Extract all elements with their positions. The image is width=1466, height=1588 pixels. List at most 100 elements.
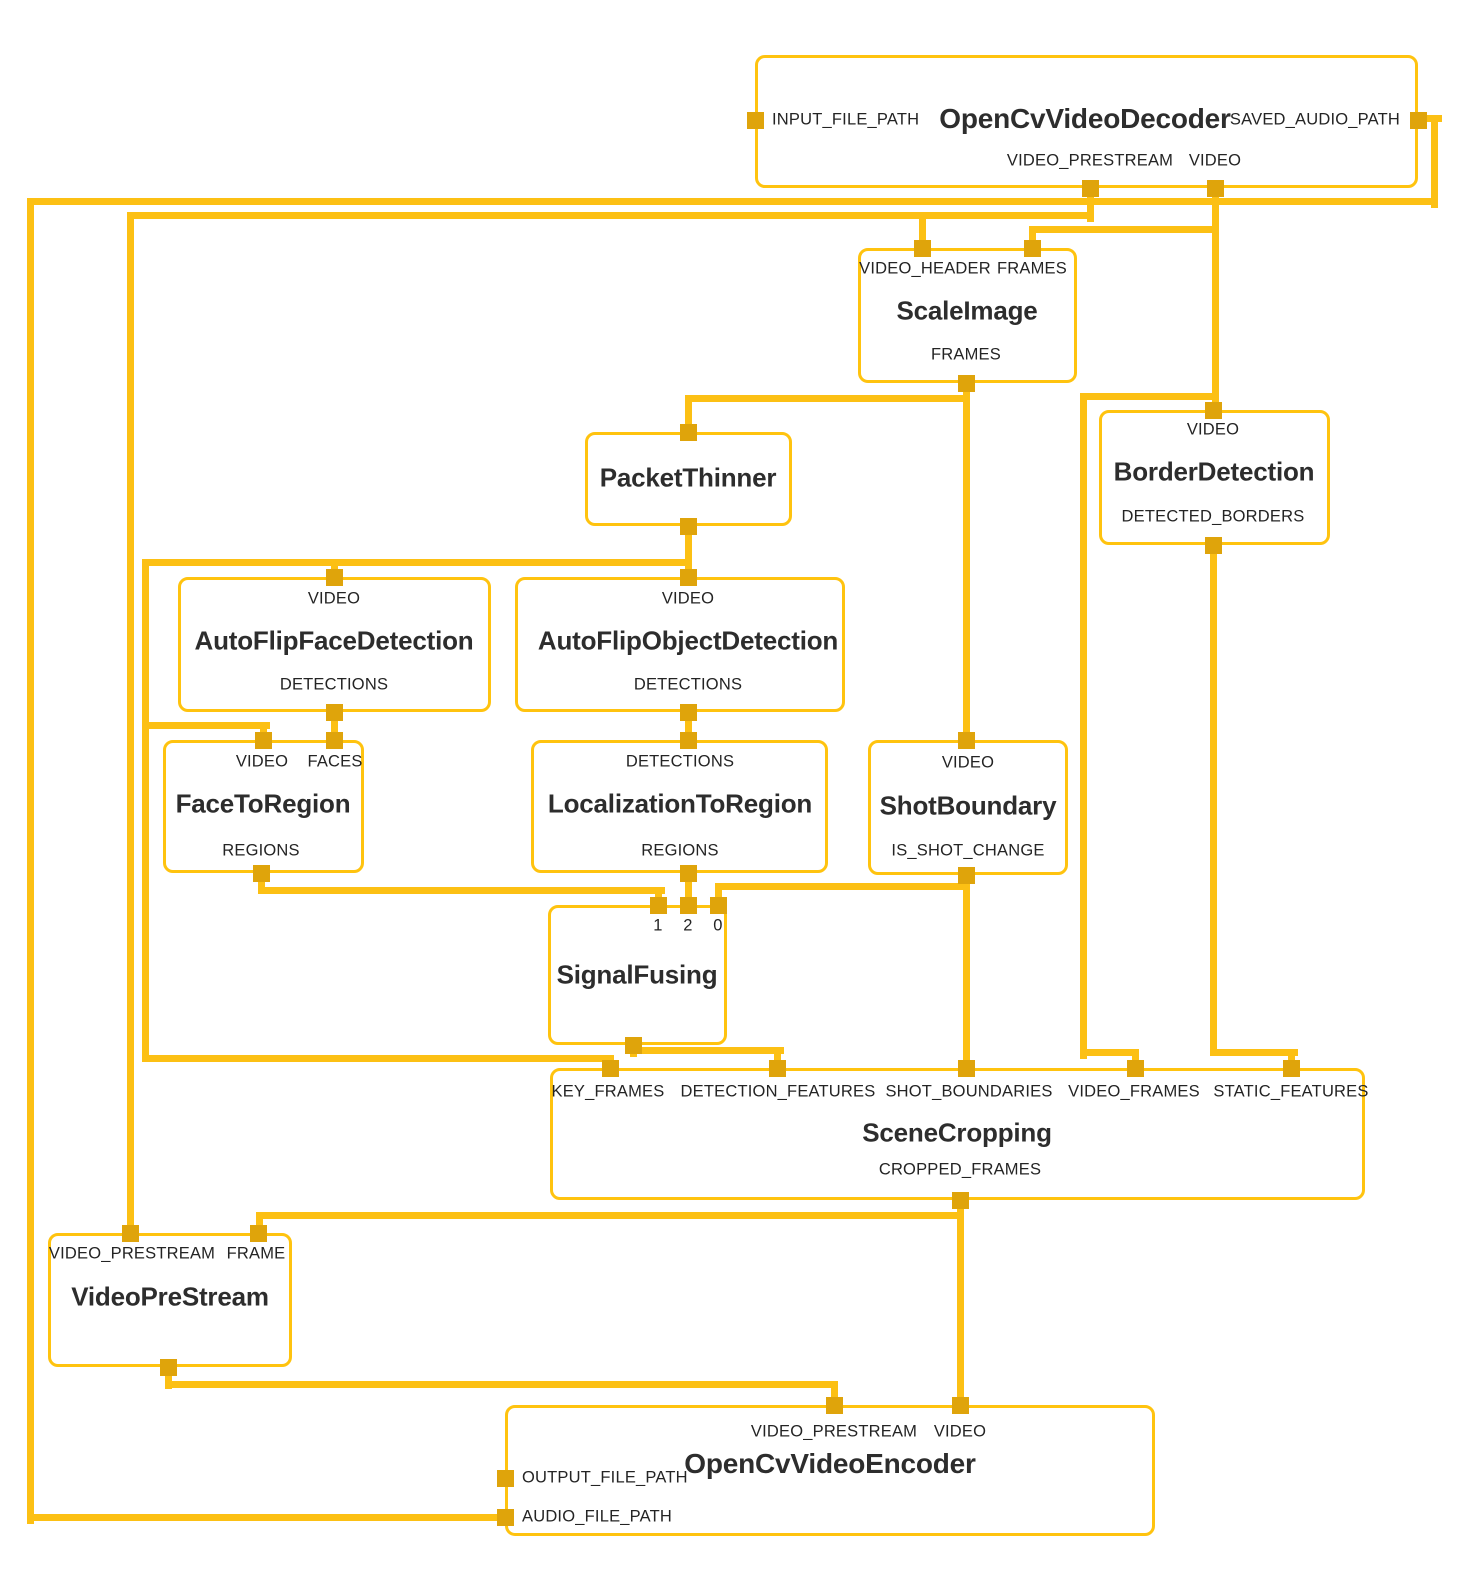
face-detection-title: AutoFlipFaceDetection [194, 625, 474, 656]
localization-to-region-title: LocalizationToRegion [547, 788, 813, 819]
edge-thinned-frames [142, 559, 149, 1062]
port-encoder-audio-file-path [496, 1508, 514, 1526]
port-border-detection-video [1204, 401, 1222, 419]
port-scene-cropping-video-frames [1126, 1059, 1144, 1077]
encoder-title: OpenCvVideoEncoder [684, 1448, 976, 1479]
encoder-audio-file-path-label: AUDIO_FILE_PATH [522, 1507, 673, 1526]
port-object-detection-detections [679, 703, 697, 721]
edge-scaled-frames [685, 395, 692, 439]
signal-fusing-input-1-label: 1 [653, 916, 663, 935]
border-detection-detected-borders-label: DETECTED_BORDERS [1121, 507, 1305, 526]
edge-face-regions [258, 887, 665, 894]
port-face-detection-video [325, 568, 343, 586]
face-to-region-title: FaceToRegion [175, 788, 351, 819]
port-scene-cropping-shot-boundaries [957, 1059, 975, 1077]
node-face-to-region[interactable] [163, 740, 364, 873]
shot-boundary-video-label: VIDEO [941, 753, 995, 772]
encoder-video-label: VIDEO [933, 1422, 987, 1441]
node-border-detection[interactable] [1099, 410, 1330, 545]
port-signal-fusing-2 [679, 896, 697, 914]
video-prestream-video-prestream-label: VIDEO_PRESTREAM [48, 1244, 216, 1263]
edge-thinned-frames [685, 526, 692, 584]
port-face-to-region-faces [325, 731, 343, 749]
port-decoder-video-prestream [1081, 179, 1099, 197]
edge-saved-audio-path [27, 198, 1438, 205]
port-video-prestream-video-prestream [121, 1224, 139, 1242]
edge-cropped-frames [256, 1212, 964, 1219]
edge-saved-audio-path [1431, 115, 1438, 208]
decoder-input-file-path-label: INPUT_FILE_PATH [772, 110, 920, 129]
video-prestream-frame-label: FRAME [226, 1244, 286, 1263]
port-video-prestream-frame [249, 1224, 267, 1242]
scene-cropping-key-frames-label: KEY_FRAMES [551, 1082, 665, 1101]
localization-to-region-detections-label: DETECTIONS [625, 752, 735, 771]
object-detection-video-label: VIDEO [661, 589, 715, 608]
shot-boundary-is-shot-change-label: IS_SHOT_CHANGE [891, 841, 1045, 860]
edge-thinned-frames [142, 559, 692, 566]
port-localization-to-region-detections [679, 731, 697, 749]
edge-saved-audio-path [27, 198, 34, 1524]
port-face-detection-detections [325, 703, 343, 721]
port-decoder-video [1206, 179, 1224, 197]
edge-video-prestream [919, 212, 926, 255]
port-packet-thinner-out [679, 517, 697, 535]
edge-object-regions [685, 873, 692, 912]
border-detection-title: BorderDetection [1113, 456, 1315, 487]
edge-video-raw [1080, 393, 1219, 400]
node-opencv-video-decoder[interactable] [755, 55, 1418, 188]
scene-cropping-detection-features-label: DETECTION_FEATURES [680, 1082, 876, 1101]
video-prestream-title: VideoPreStream [71, 1281, 269, 1312]
face-detection-detections-label: DETECTIONS [279, 675, 389, 694]
scene-cropping-title: SceneCropping [862, 1117, 1052, 1148]
localization-to-region-regions-label: REGIONS [641, 841, 719, 860]
face-to-region-faces-label: FACES [307, 752, 363, 771]
port-localization-to-region-regions [679, 864, 697, 882]
node-scale-image[interactable] [858, 248, 1077, 383]
port-face-to-region-regions [252, 864, 270, 882]
port-packet-thinner-in [679, 423, 697, 441]
signal-fusing-title: SignalFusing [556, 959, 718, 990]
edge-face-regions [258, 873, 265, 894]
scene-cropping-shot-boundaries-label: SHOT_BOUNDARIES [885, 1082, 1053, 1101]
node-opencv-video-encoder[interactable] [505, 1405, 1155, 1536]
edge-detected-borders [1210, 1049, 1298, 1056]
scene-cropping-video-frames-label: VIDEO_FRAMES [1068, 1082, 1200, 1101]
edge-video-prestream [1087, 188, 1094, 222]
encoder-video-prestream-label: VIDEO_PRESTREAM [750, 1422, 918, 1441]
scale-image-title: ScaleImage [896, 295, 1038, 326]
edge-scaled-frames [685, 395, 970, 402]
port-scene-cropping-key-frames [601, 1059, 619, 1077]
edge-video-prestream [127, 212, 1094, 219]
port-shot-boundary-video [957, 731, 975, 749]
edge-salient-regions [630, 1047, 784, 1054]
shot-boundary-title: ShotBoundary [879, 790, 1057, 821]
port-encoder-video-prestream [825, 1396, 843, 1414]
object-detection-detections-label: DETECTIONS [633, 675, 743, 694]
edge-face-detections [331, 712, 338, 747]
edge-saved-audio-path [1418, 115, 1442, 122]
port-scale-image-frames-out [957, 374, 975, 392]
port-encoder-output-file-path [496, 1469, 514, 1487]
signal-fusing-input-2-label: 2 [683, 916, 693, 935]
object-detection-title: AutoFlipObjectDetection [537, 625, 839, 656]
port-signal-fusing-out [624, 1036, 642, 1054]
node-video-prestream[interactable] [48, 1233, 292, 1367]
edge-video-raw [1212, 188, 1219, 417]
edge-scaled-frames [963, 383, 970, 747]
port-scale-image-frames-in [1023, 239, 1041, 257]
port-signal-fusing-1 [649, 896, 667, 914]
border-detection-video-label: VIDEO [1186, 420, 1240, 439]
scale-image-video-header-label: VIDEO_HEADER [859, 259, 991, 278]
face-detection-video-label: VIDEO [307, 589, 361, 608]
edge-cropped-frames [957, 1200, 964, 1412]
port-decoder-input-file-path [746, 111, 764, 129]
node-signal-fusing[interactable] [548, 905, 727, 1045]
decoder-video-label: VIDEO [1188, 151, 1242, 170]
face-to-region-video-label: VIDEO [235, 752, 289, 771]
edge-shot-change [963, 875, 970, 1075]
node-scene-cropping[interactable] [550, 1068, 1365, 1200]
decoder-saved-audio-path-label: SAVED_AUDIO_PATH [1229, 110, 1400, 129]
port-object-detection-video [679, 568, 697, 586]
port-face-to-region-video [254, 731, 272, 749]
